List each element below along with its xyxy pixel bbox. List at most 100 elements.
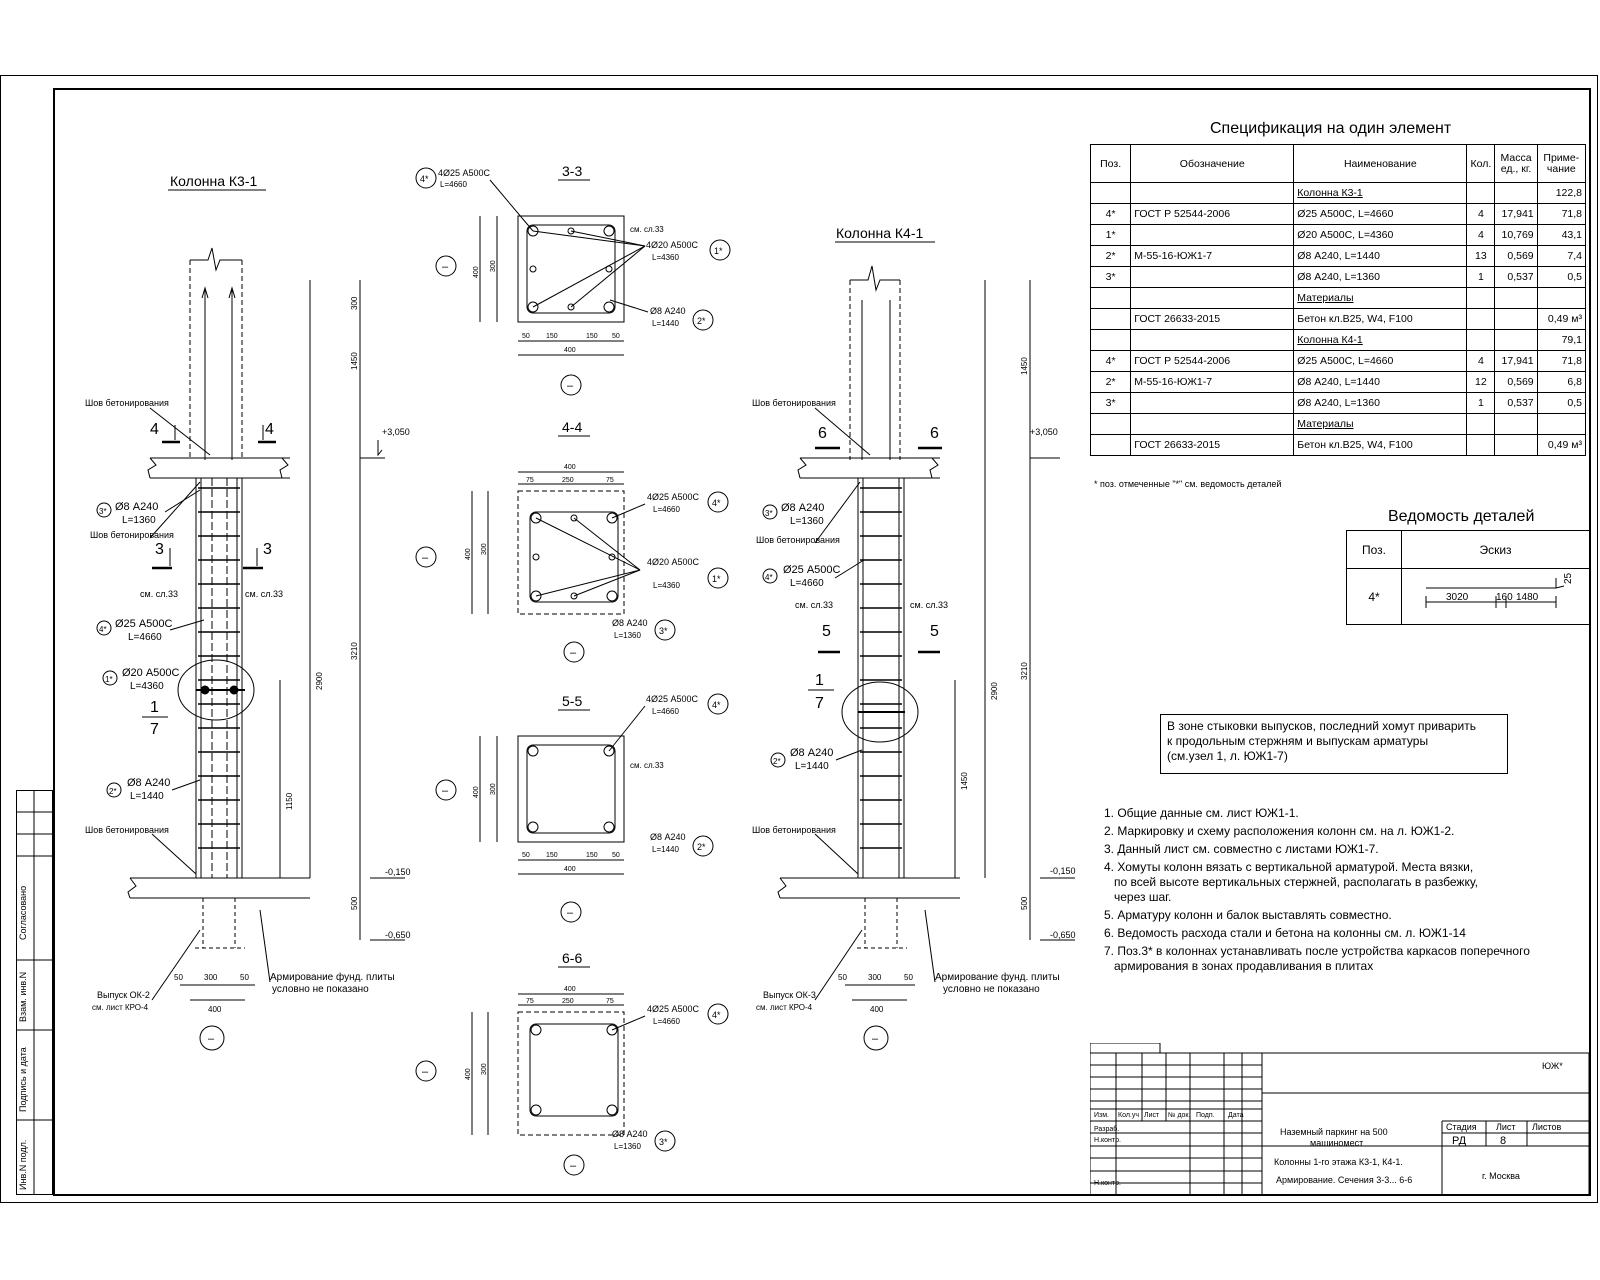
note-5: 5. Арматуру колонн и балок выставлять со…: [1104, 908, 1392, 922]
spec-cell-qty: 4: [1466, 203, 1496, 225]
k3-pos3-marker: 3*: [99, 507, 107, 516]
spec-cell-note-text: 122,8: [1555, 187, 1582, 199]
sec66-dim-400v: 400: [465, 1068, 472, 1080]
spec-cell-pos-text: 3*: [1105, 397, 1116, 409]
sec66-bar3: Ø8 А240: [612, 1129, 648, 1139]
sec55-dim-150b: 150: [586, 852, 598, 859]
sec44-pos3-marker: 3*: [659, 626, 668, 636]
sec33-dim-50b: 50: [612, 333, 620, 340]
k3-dim-500: 500: [350, 896, 359, 910]
k3-dim-300: 300: [350, 296, 359, 310]
spec-cell-des: [1130, 392, 1295, 414]
side-stamp-sign: Подпись и дата: [18, 1047, 28, 1112]
spec-cell-des: [1130, 329, 1295, 351]
spec-cell-qty-text: 4: [1477, 208, 1484, 220]
cut-mark-k4-5-left: 5: [822, 623, 831, 640]
spec-row: Материалы: [1089, 413, 1587, 435]
spec-cell-qty: [1466, 434, 1496, 456]
k4-dim-2900: 2900: [990, 682, 999, 700]
spec-cell-pos: [1089, 308, 1132, 330]
sec33-dim-150a: 150: [546, 333, 558, 340]
sec55-axis-bot: –: [567, 907, 574, 919]
k3-outlet-ref: см. лист КРО-4: [92, 1003, 149, 1012]
k3-pos2-marker: 2*: [109, 787, 117, 796]
spec-cell-pos: 2*: [1089, 245, 1132, 267]
spec-cell-note: 7,4: [1536, 245, 1587, 267]
spec-cell-mass-text: 0,537: [1507, 271, 1534, 283]
spec-table: Поз. Обозначение Наименование Кол. Масса…: [1089, 144, 1587, 456]
k3-pos4-marker: 4*: [99, 625, 107, 634]
k4-dim-bot-50a: 50: [838, 973, 847, 982]
side-stamp: Согласовано Взам. инв.N Подпись и дата И…: [16, 790, 53, 1195]
k4-found-label2: условно не показано: [943, 984, 1040, 995]
spec-cell-name: Ø8 А240, L=1440: [1293, 245, 1468, 267]
spec-cell-des: [1130, 224, 1295, 246]
spec-cell-name-text: Ø8 А240, L=1440: [1297, 376, 1380, 388]
k3-node-sheet: 7: [150, 721, 159, 738]
note-1: 1. Общие данные см. лист ЮЖ1-1.: [1104, 806, 1299, 820]
spec-cell-name-text: Ø8 А240, L=1440: [1297, 250, 1380, 262]
sec66-dim-300v: 300: [481, 1063, 488, 1075]
details-h-pos: Поз.: [1346, 530, 1402, 569]
spec-cell-mass: [1494, 308, 1538, 330]
note-4: 4. Хомуты колонн вязать с вертикальной а…: [1104, 860, 1474, 874]
note-4c: через шаг.: [1114, 890, 1172, 904]
spec-cell-pos-text: 2*: [1105, 376, 1116, 388]
section-4-4: 4-4 4Ø25 А500С L=4660 4* 4Ø20 А500С L=43…: [415, 419, 729, 663]
spec-cell-qty: 1: [1466, 392, 1496, 414]
spec-cell-name-text: Ø20 А500С, L=4360: [1297, 229, 1394, 241]
spec-cell-pos-text: 4*: [1105, 355, 1116, 367]
stamp-col-izm: Изм.: [1094, 1112, 1109, 1119]
spec-cell-name-text: Колонна К4-1: [1297, 334, 1363, 346]
spec-cell-des: ГОСТ Р 52544-2006: [1130, 203, 1295, 225]
spec-cell-note: 0,49 м³: [1536, 308, 1587, 330]
sec66-dim-250: 250: [562, 998, 574, 1005]
cut-mark-k4-6-right: 6: [930, 425, 939, 442]
spec-cell-note: 0,5: [1536, 392, 1587, 414]
sec44-dim-75a: 75: [526, 477, 534, 484]
spec-cell-qty-text: 1: [1477, 271, 1484, 283]
stamp-city: г. Москва: [1482, 1171, 1520, 1181]
spec-cell-name-text: Материалы: [1297, 292, 1354, 304]
spec-cell-des-text: ГОСТ 26633-2015: [1134, 313, 1221, 325]
details-h-sketch: Эскиз: [1401, 530, 1590, 569]
spec-cell-name-text: Колонна К3-1: [1297, 187, 1363, 199]
stamp-stage: РД: [1452, 1135, 1467, 1147]
sec44-axis-bot: –: [570, 647, 577, 659]
sec55-ref33: см. сл.33: [630, 761, 664, 770]
spec-cell-pos-text: 2*: [1105, 250, 1116, 262]
spec-cell-note: 122,8: [1536, 182, 1587, 204]
column-k4-1: Колонна К4-1 6 6 5 5 Шов бетонирования: [752, 225, 1076, 1051]
sec55-bar2-len: L=1440: [652, 845, 679, 854]
sec55-pos4-marker: 4*: [712, 700, 721, 710]
sheet-frame: [53, 88, 1591, 1196]
sec33-axis-bot: –: [567, 380, 574, 392]
stamp-sheet-title-2: Армирование. Сечения 3-3... 6-6: [1276, 1175, 1412, 1185]
spec-cell-name: Ø20 А500С, L=4360: [1293, 224, 1468, 246]
spec-cell-name-text: Бетон кл.В25, W4, F100: [1297, 313, 1413, 325]
stamp-sheet-h: Лист: [1496, 1122, 1516, 1132]
spec-cell-qty: 1: [1466, 266, 1496, 288]
k3-level-found: -0,650: [385, 930, 411, 940]
spec-cell-des-text: ГОСТ Р 52544-2006: [1134, 208, 1231, 220]
sec66-bar4: 4Ø25 А500С: [647, 1004, 700, 1014]
spec-cell-mass: [1494, 182, 1538, 204]
sheet-outer-border: [0, 75, 1598, 1203]
spec-row: ГОСТ 26633-2015 Бетон кл.В25, W4, F100 0,4…: [1089, 308, 1587, 330]
k3-pos1-marker: 1*: [105, 675, 113, 684]
spec-title: Спецификация на один элемент: [1210, 120, 1452, 137]
spec-cell-des-text: ГОСТ Р 52544-2006: [1134, 355, 1231, 367]
note-7b: армирования в зонах продавливания в плит…: [1114, 959, 1374, 973]
sec66-bar4-len: L=4660: [653, 1017, 680, 1026]
details-d2: 160: [1496, 592, 1513, 603]
spec-cell-note: 6,8: [1536, 371, 1587, 393]
k4-dim-3210: 3210: [1020, 662, 1029, 680]
weld-note-box: В зоне стыковки выпусков, последний хому…: [1160, 714, 1508, 774]
stamp-stage-h: Стадия: [1446, 1122, 1477, 1132]
k3-dim-1150: 1150: [285, 792, 294, 810]
spec-cell-note-text: 7,4: [1567, 250, 1582, 262]
